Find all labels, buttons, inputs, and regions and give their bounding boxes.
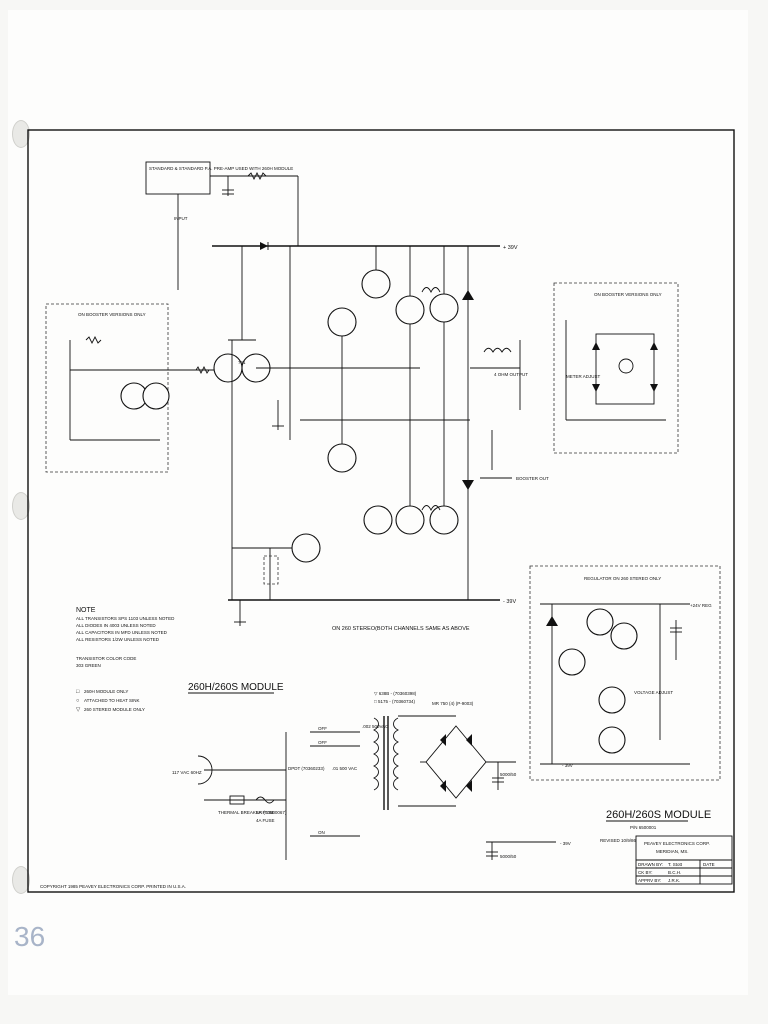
- input-stage: 791: [168, 246, 420, 440]
- title-block: PEAVEY ELECTRONICS CORP. MERIDIAN, MS. D…: [635, 835, 733, 885]
- cap-main-2: 5000/50: [500, 854, 517, 859]
- drawn-by-label: DRAWN BY:: [638, 862, 663, 867]
- booster-right-title: ON BOOSTER VERSIONS ONLY: [594, 292, 662, 297]
- note-line-2: ALL DIODES IN 4003 UNLESS NOTED: [76, 623, 156, 628]
- booster-out-label: BOOSTER OUT: [516, 476, 549, 481]
- ck-by-value: B.C.H.: [668, 870, 681, 875]
- apprv-by-value: J.R.K.: [668, 878, 680, 883]
- apprv-by-label: APPRV BY:: [638, 878, 661, 883]
- output-stage: [231, 246, 474, 600]
- ck-by-label: CK BY:: [638, 870, 653, 875]
- on-label: ON: [318, 830, 325, 835]
- rail-pos-top: + 39V: [503, 245, 518, 251]
- module-title: 260H/260S MODULE: [188, 682, 284, 693]
- bottom-wiring: - 39V ON 260 STEREO(BOTH CHANNELS SAME A…: [228, 548, 516, 632]
- legend-text-2: ATTACHED TO HEAT SINK: [84, 698, 140, 703]
- power-supply: ▽ 638B - (70360398) □ 5175 - (70360734) …: [172, 691, 571, 860]
- preamp-note-text: STANDARD & STANDARD P.A. PRE-AMP USED WI…: [149, 166, 293, 171]
- svg-text:791: 791: [238, 360, 246, 365]
- voltage-adjust-label: VOLTAGE ADJUST: [634, 690, 673, 695]
- meter-adjust-label: METER ADJUST: [566, 374, 601, 379]
- rail-pos-reg: +24V REG: [690, 603, 712, 608]
- output-section: 4 OHM OUTPUT BOOSTER OUT: [470, 340, 549, 481]
- cap-002-label: .002 500VAC: [362, 724, 389, 729]
- transformer-label-1: ▽ 638B - (70360398): [374, 691, 417, 696]
- handwritten-mark: 36: [14, 921, 45, 952]
- notes-title: NOTE: [76, 607, 96, 614]
- top-wiring: + 39V: [210, 171, 518, 251]
- legend-symbol-1: □: [76, 689, 80, 695]
- color-code-value: 303 GREEN: [76, 663, 101, 668]
- notes-block: NOTE ALL TRANSISTORS SPS 1103 UNLESS NOT…: [76, 607, 175, 713]
- binder-hole-top: [12, 120, 30, 148]
- regulator-title: REGULATOR ON 260 STEREO ONLY: [584, 576, 661, 581]
- fuse-1-label: 5A FUSE: [256, 810, 275, 815]
- cap-main-1: 5000/50: [500, 772, 517, 777]
- thermal-breaker-label: THERMAL BREAKER (70500067): [218, 810, 287, 815]
- preamp-note-box: STANDARD & STANDARD P.A. PRE-AMP USED WI…: [145, 161, 293, 290]
- note-line-1: ALL TRANSISTORS SPS 1103 UNLESS NOTED: [76, 616, 175, 621]
- channel-note: ON 260 STEREO(BOTH CHANNELS SAME AS ABOV…: [332, 626, 470, 632]
- revised-label: REVISED 10/9/86: [600, 838, 637, 843]
- legend-symbol-2: ○: [76, 698, 79, 704]
- output-label: 4 OHM OUTPUT: [494, 372, 528, 377]
- booster-left-title: ON BOOSTER VERSIONS ONLY: [78, 312, 146, 317]
- legend-text-3: 260 STEREO MODULE ONLY: [84, 707, 145, 712]
- note-line-3: ALL CAPACITORS IN MFD UNLESS NOTED: [76, 630, 168, 635]
- booster-box-right: ON BOOSTER VERSIONS ONLY METER ADJUST: [553, 282, 679, 454]
- input-label: INPUT: [174, 216, 188, 221]
- fuse-2-label: 4A FUSE: [256, 818, 275, 823]
- transformer-label-2: □ 5175 - (70360734): [374, 699, 415, 704]
- note-line-4: ALL RESISTORS 1/2W UNLESS NOTED: [76, 637, 160, 642]
- binder-hole-bottom: [12, 866, 30, 894]
- module-title-2: 260H/260S MODULE: [606, 809, 711, 821]
- rail-neg-reg: - 39V: [562, 763, 573, 768]
- date-label: DATE: [703, 862, 715, 867]
- schematic-sheet: [8, 10, 748, 995]
- dpdt-label: DPDT (70360233): [288, 766, 325, 771]
- off-label-2: OFF: [318, 740, 327, 745]
- regulator-box: REGULATOR ON 260 STEREO ONLY +24V REG - …: [529, 565, 721, 781]
- legend-symbol-3: ▽: [76, 707, 81, 713]
- company-city: MERIDIAN, MS.: [656, 849, 689, 854]
- supply-neg-label: - 39V: [560, 841, 571, 846]
- off-label-1: OFF: [318, 726, 327, 731]
- company-name: PEAVEY ELECTRONICS CORP.: [644, 841, 710, 846]
- booster-box-left: ON BOOSTER VERSIONS ONLY: [45, 303, 176, 473]
- binder-hole-middle: [12, 492, 30, 520]
- copyright-line: COPYRIGHT 1985 PEAVEY ELECTRONICS CORP. …: [40, 884, 186, 889]
- drawn-by-value: T. Stott: [668, 862, 683, 867]
- drawing-border: [27, 129, 735, 893]
- cap-01-label: .01 500 VAC: [332, 766, 358, 771]
- color-code-title: TRANSISTOR COLOR CODE: [76, 656, 136, 661]
- bridge-label: MR 750 (4) (P-9003): [432, 701, 474, 706]
- legend-text-1: 260H MODULE ONLY: [84, 689, 128, 694]
- rail-neg-bottom: - 39V: [503, 599, 516, 605]
- ac-in-label: 117 VAC 60HZ: [172, 770, 202, 775]
- part-number: P/N 6500001: [630, 825, 657, 830]
